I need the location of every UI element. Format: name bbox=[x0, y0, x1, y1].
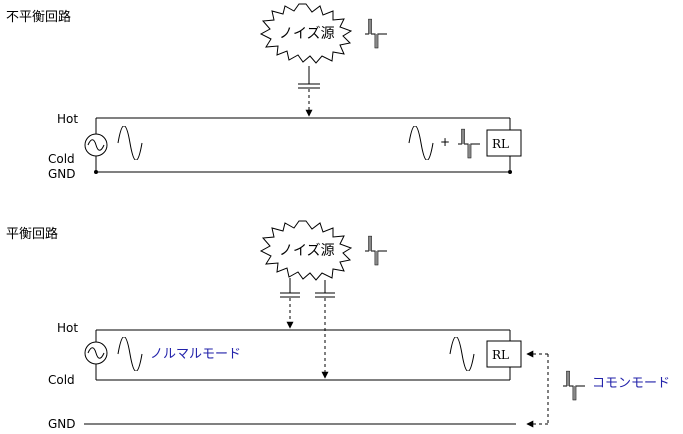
plus-sign: + bbox=[440, 135, 450, 149]
gnd-node-left bbox=[94, 170, 98, 174]
hot-label: Hot bbox=[57, 321, 78, 335]
balanced-circuit: 平衡回路 ノイズ源 RL Hot Cold GND ノルマルモード bbox=[6, 220, 670, 431]
ac-source-wave bbox=[87, 139, 105, 151]
gnd-label: GND bbox=[48, 417, 76, 431]
cold-label: Cold bbox=[48, 152, 75, 166]
load-noise-pulse-icon bbox=[458, 128, 480, 159]
noise-pulse-icon bbox=[365, 18, 387, 49]
normal-mode-label: ノルマルモード bbox=[150, 347, 241, 362]
load-signal-icon bbox=[408, 126, 434, 160]
load-resistor bbox=[486, 340, 522, 368]
balanced-title: 平衡回路 bbox=[6, 226, 58, 242]
load-signal-icon bbox=[449, 337, 475, 371]
load-resistor bbox=[486, 129, 522, 157]
gnd-label: GND bbox=[48, 167, 76, 181]
noise-pulse-icon bbox=[365, 235, 387, 266]
cold-label: Cold bbox=[48, 373, 75, 387]
noise-source-label: ノイズ源 bbox=[279, 243, 335, 259]
unbalanced-title: 不平衡回路 bbox=[6, 9, 71, 25]
unbalanced-circuit: 不平衡回路 ノイズ源 RL Hot Cold GND + bbox=[6, 3, 522, 181]
noise-source-label: ノイズ源 bbox=[279, 26, 335, 42]
load-resistor-label: RL bbox=[492, 348, 509, 362]
load-resistor-label: RL bbox=[492, 137, 509, 151]
hot-label: Hot bbox=[57, 112, 78, 126]
common-mode-label: コモンモード bbox=[592, 376, 670, 391]
common-mode-pulse-icon bbox=[563, 370, 585, 401]
source-signal-icon bbox=[117, 126, 143, 160]
source-signal-icon bbox=[117, 337, 143, 371]
ac-source-wave bbox=[87, 347, 105, 359]
